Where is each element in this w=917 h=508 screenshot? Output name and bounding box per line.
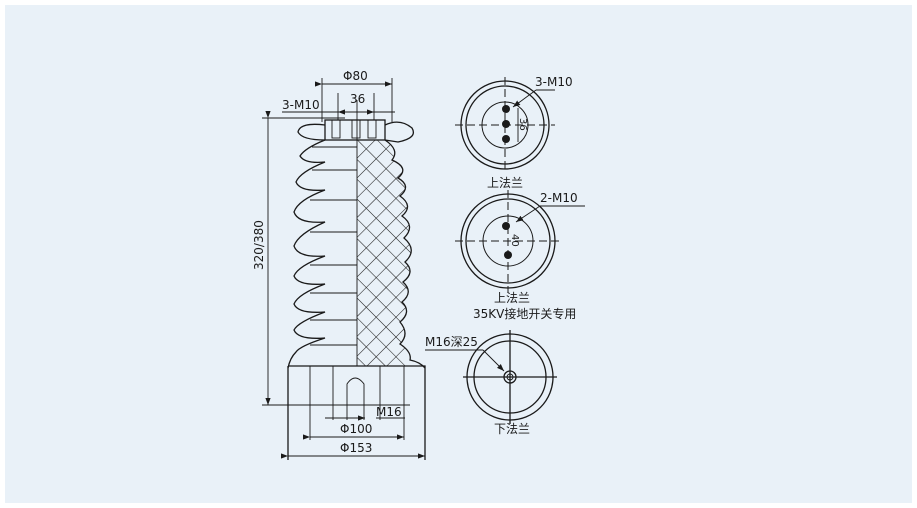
flange2-bolts: 2-M10 <box>540 191 578 205</box>
flange2-spacing: 40 <box>509 234 520 247</box>
drawing-panel <box>5 5 912 503</box>
dimensions: Φ80 36 3-M10 320/380 M16 Φ100 Φ153 <box>252 69 425 459</box>
upper-flange-view-1: 3-M10 36 上法兰 <box>455 75 573 190</box>
flange1-spacing: 36 <box>517 118 528 131</box>
flange1-bolts: 3-M10 <box>535 75 573 89</box>
dim-top-bolts: 3-M10 <box>282 98 320 112</box>
dim-inner-diameter: Φ100 <box>340 422 372 436</box>
lower-flange-bolt: M16深25 <box>425 335 478 349</box>
upper-flange-view-2: 2-M10 40 上法兰 35KV接地开关专用 <box>455 190 585 321</box>
flange2-caption: 上法兰 <box>494 291 530 305</box>
dim-outer-diameter: Φ153 <box>340 441 372 455</box>
insulator-side-view <box>287 100 426 460</box>
lower-flange-view: M16深25 下法兰 <box>425 330 557 436</box>
section-hatch <box>357 140 412 366</box>
dim-bolt-spacing: 36 <box>350 92 365 106</box>
lower-flange-caption: 下法兰 <box>494 422 530 436</box>
dim-bottom-bolt: M16 <box>376 405 402 419</box>
dim-height: 320/380 <box>252 220 266 270</box>
flange2-note: 35KV接地开关专用 <box>473 306 576 321</box>
dim-top-diameter: Φ80 <box>343 69 368 83</box>
flange1-caption: 上法兰 <box>487 176 523 190</box>
